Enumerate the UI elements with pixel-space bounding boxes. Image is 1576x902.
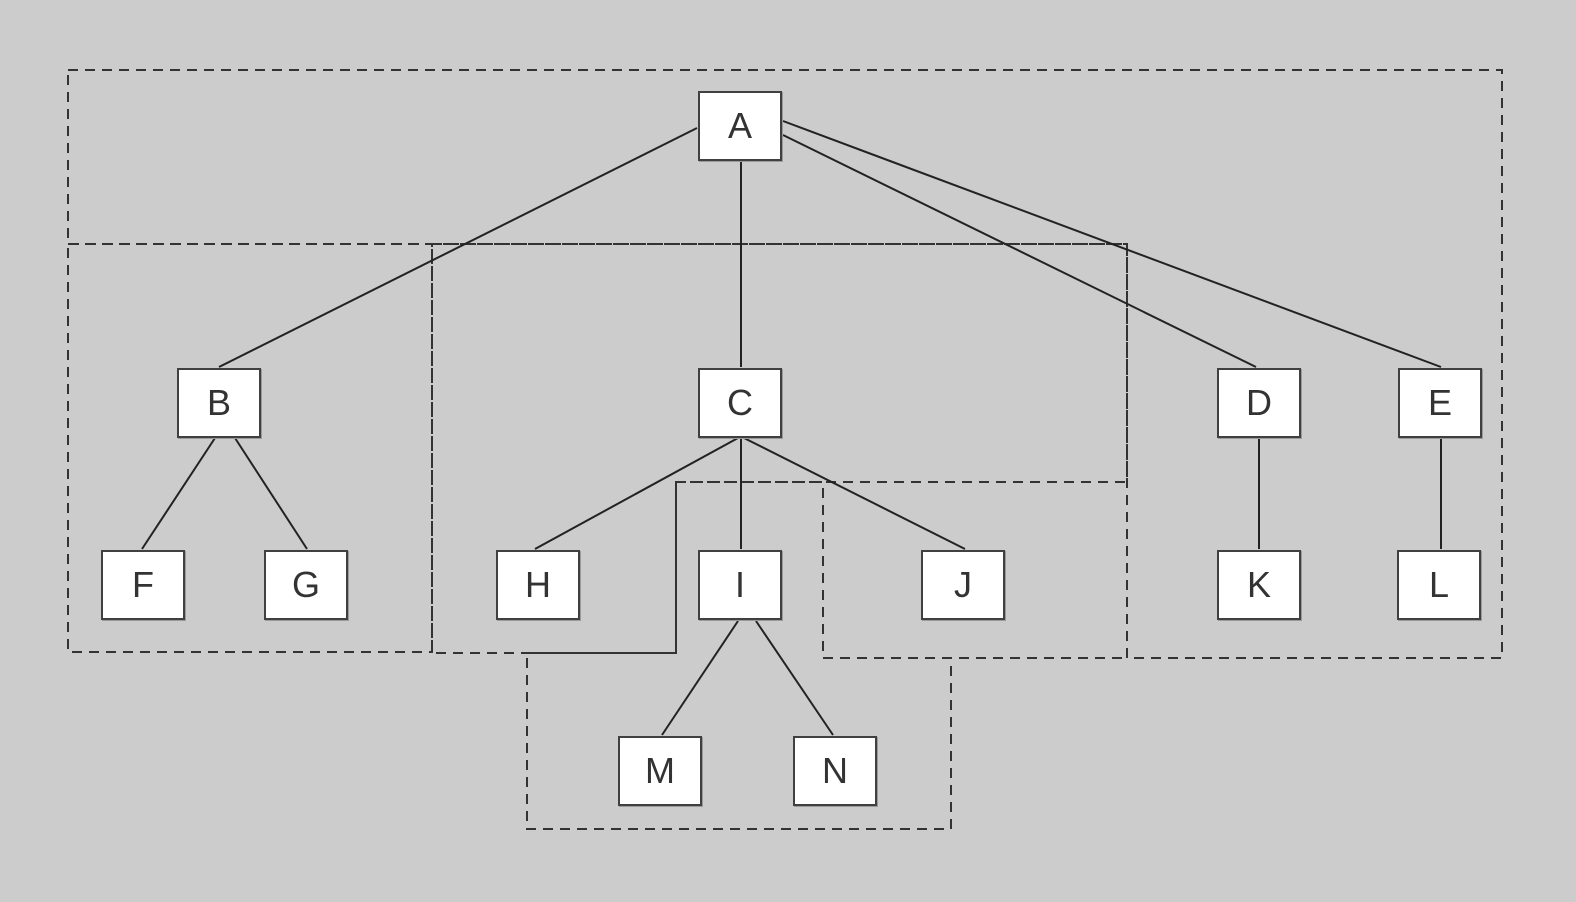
edge-c-h <box>534 437 739 550</box>
node-e: E <box>1398 368 1482 438</box>
node-g: G <box>264 550 348 620</box>
node-l: L <box>1397 550 1481 620</box>
group-outline-i-subtree <box>526 481 952 830</box>
node-f: F <box>101 550 185 620</box>
node-d: D <box>1217 368 1301 438</box>
edge-b-g <box>234 437 308 550</box>
node-c: C <box>698 368 782 438</box>
edge-i-m <box>661 620 739 736</box>
edge-b-f <box>141 437 216 550</box>
node-b: B <box>177 368 261 438</box>
edge-i-n <box>755 620 834 736</box>
node-k: K <box>1217 550 1301 620</box>
node-j: J <box>921 550 1005 620</box>
edge-a-e <box>782 120 1442 368</box>
group-outline-b-subtree <box>67 243 433 653</box>
node-m: M <box>618 736 702 806</box>
node-n: N <box>793 736 877 806</box>
edge-a-d <box>782 134 1257 368</box>
edge-c-j <box>743 437 966 550</box>
group-outline-top-level <box>67 69 1503 659</box>
node-h: H <box>496 550 580 620</box>
node-a: A <box>698 91 782 161</box>
edge-a-b <box>218 127 698 368</box>
node-i: I <box>698 550 782 620</box>
